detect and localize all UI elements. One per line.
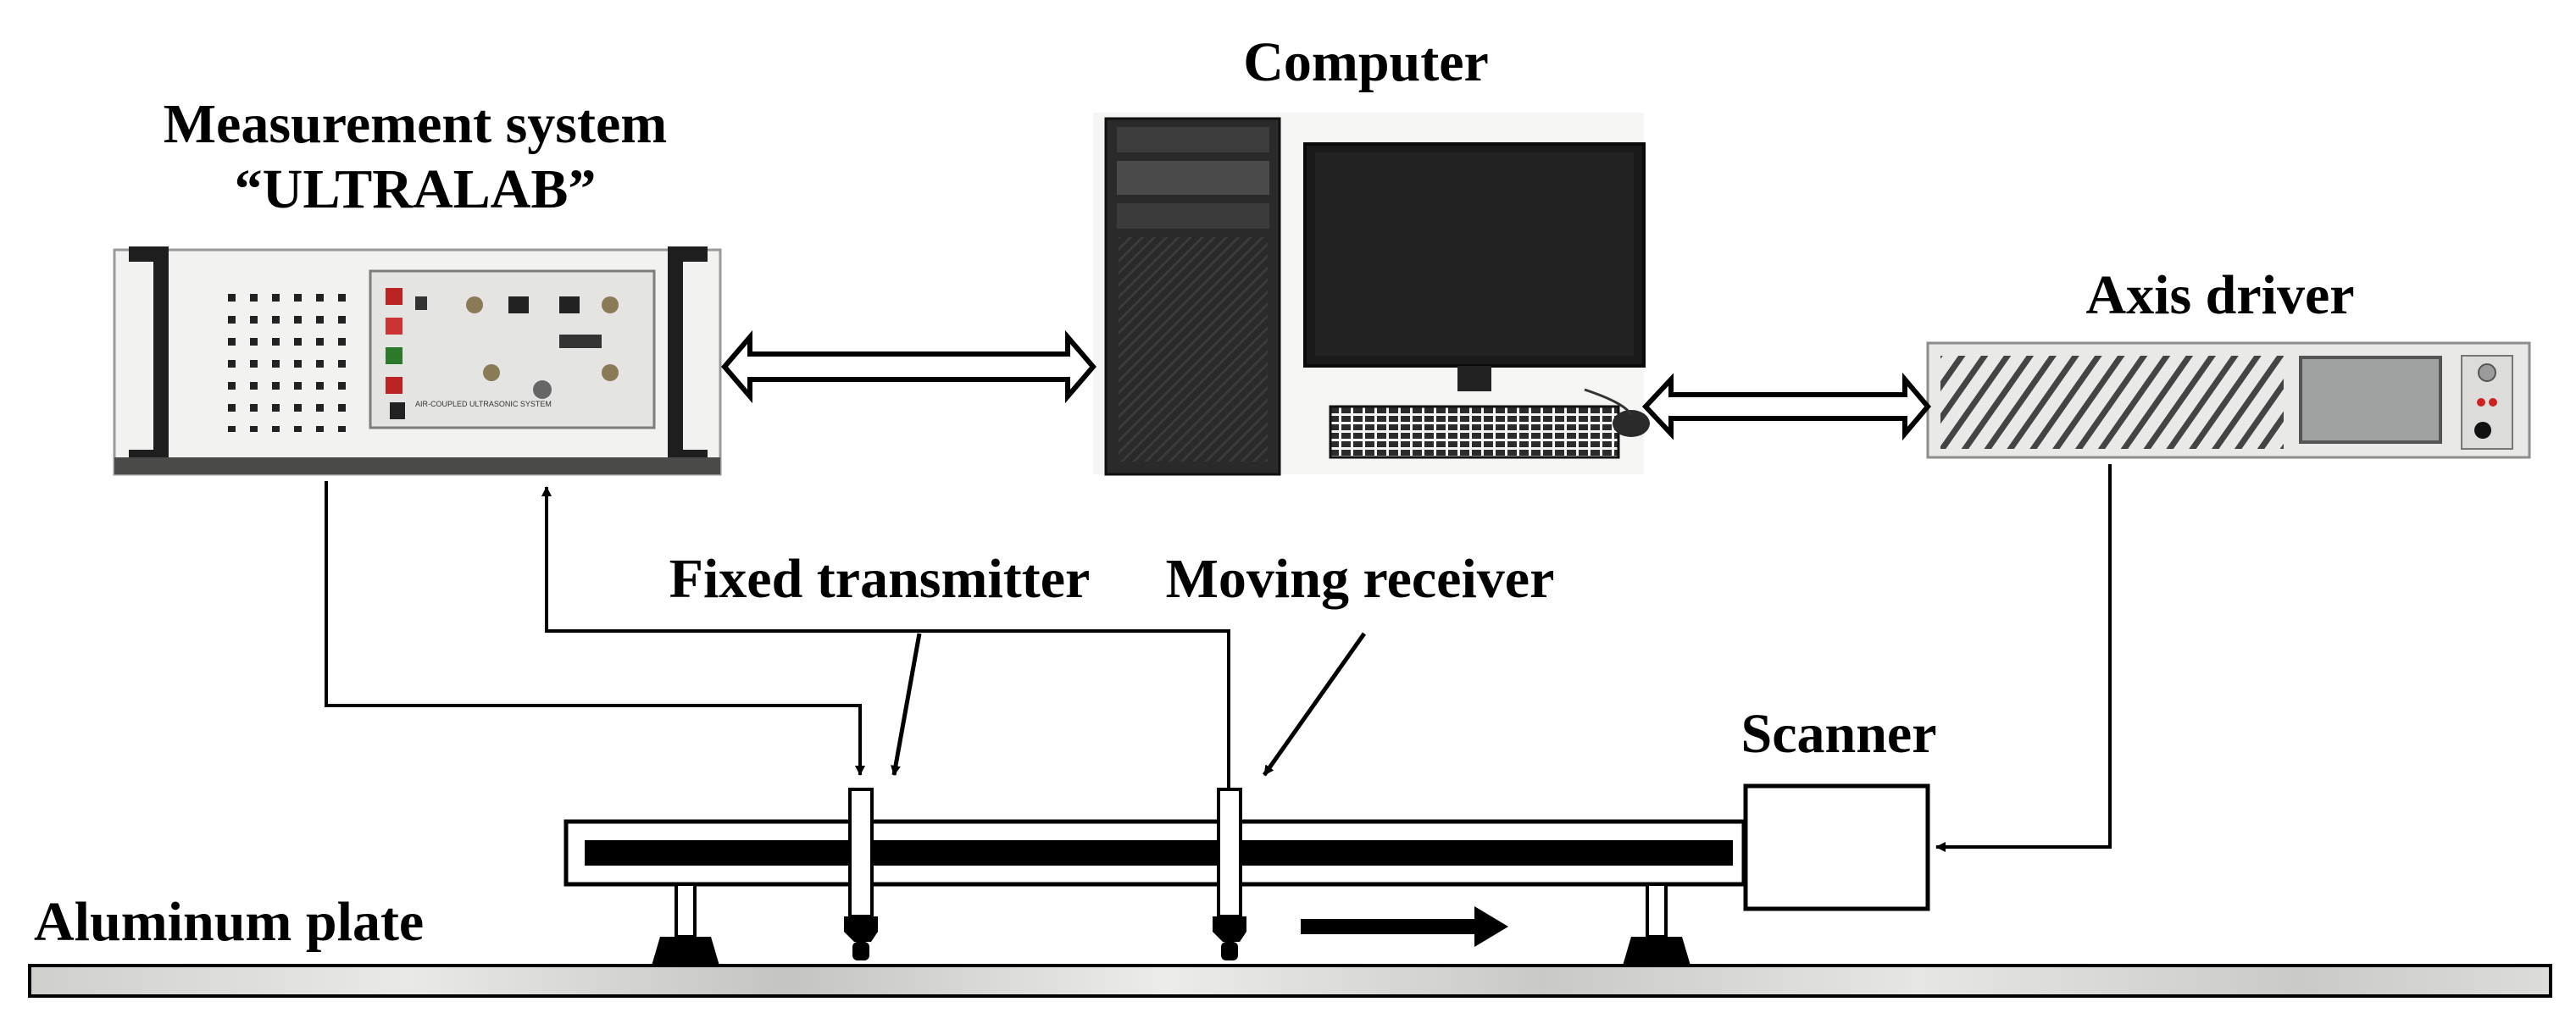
rail-support-left <box>652 883 719 966</box>
fixed-transmitter-label: Fixed transmitter <box>669 548 1091 610</box>
axis-driver-label: Axis driver <box>2085 264 2354 326</box>
mouse <box>1613 410 1650 437</box>
aluminum-plate <box>28 964 2552 998</box>
moving-receiver-probe <box>1213 788 1246 960</box>
aluminum-plate-label: Aluminum plate <box>34 891 424 953</box>
receiver-pointer <box>1262 632 1367 777</box>
keyboard <box>1329 405 1620 459</box>
scanner-rail <box>564 819 1746 887</box>
right-arrow-icon <box>1301 906 1508 947</box>
scanner-box <box>1743 783 1930 911</box>
scanner-cable <box>1935 464 2112 852</box>
ultralab-label: “ULTRALAB” <box>235 158 597 220</box>
double-arrow-icon <box>721 329 1096 404</box>
fixed-transmitter-probe <box>844 788 878 960</box>
axis-driver-screen <box>2299 356 2442 444</box>
axis-driver-image <box>1926 341 2531 459</box>
transmitter-pointer <box>891 633 922 776</box>
measurement-system-label: Measurement system <box>164 93 667 155</box>
double-arrow-icon <box>1641 372 1931 441</box>
ultralab-panel-text: AIR-COUPLED ULTRASONIC SYSTEM <box>415 400 552 408</box>
computer-label: Computer <box>1243 31 1489 93</box>
ultralab-device-image: AIR-COUPLED ULTRASONIC SYSTEM <box>113 246 722 476</box>
scanner-label: Scanner <box>1741 703 1937 765</box>
rail-support-right <box>1623 883 1690 966</box>
moving-receiver-label: Moving receiver <box>1166 548 1555 610</box>
receiver-cable <box>541 486 1230 788</box>
transmitter-cable <box>325 481 865 776</box>
computer-image <box>1093 113 1650 476</box>
